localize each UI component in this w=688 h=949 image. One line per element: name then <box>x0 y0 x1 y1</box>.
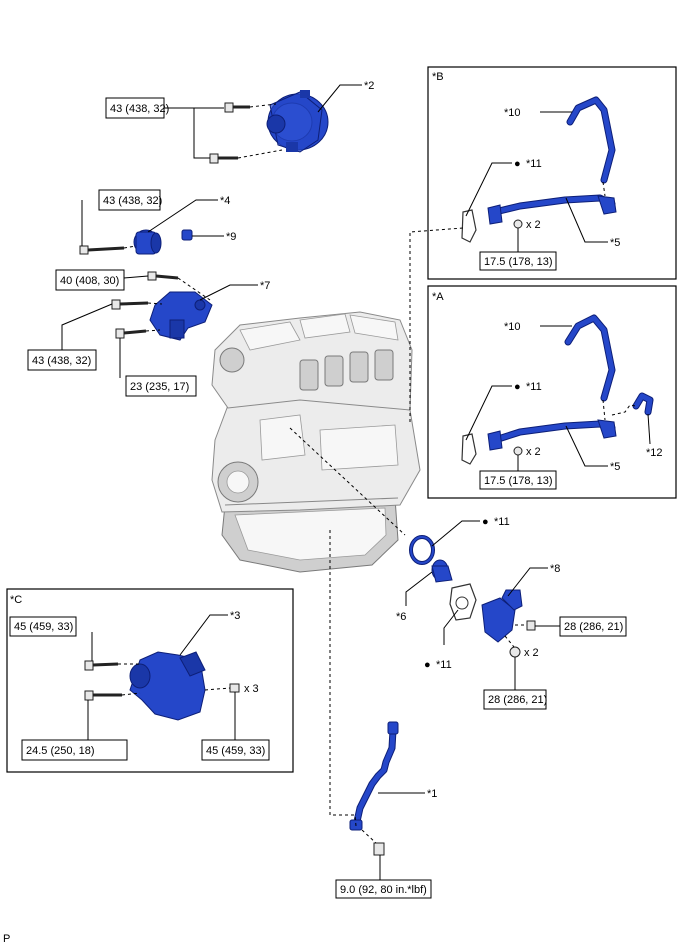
water-inlet-nut <box>509 646 521 658</box>
torque-tensioner-c: 23 (235, 17) <box>125 375 197 397</box>
svg-text:43 (438, 32): 43 (438, 32) <box>103 195 162 207</box>
corner-mark: P <box>3 933 11 945</box>
coolant-pipe-a <box>487 419 617 451</box>
label-11-a: *11 <box>526 381 542 393</box>
alternator-bolt-lower <box>209 153 238 164</box>
tensioner-bracket <box>149 291 213 341</box>
frame-b <box>427 66 677 280</box>
dot-11-b: ● <box>514 158 521 170</box>
torque-sensor-bolt: 9.0 (92, 80 in.*lbf) <box>335 879 432 899</box>
label-2: *2 <box>364 80 374 92</box>
coolant-hose-b <box>566 96 616 184</box>
label-10-b: *10 <box>504 107 521 119</box>
label-8: *8 <box>550 563 560 575</box>
frame-a-label: *A <box>432 291 444 303</box>
frame-c-label: *C <box>10 594 22 606</box>
label-12: *12 <box>646 447 663 459</box>
torque-inlet-bolt: 28 (286, 21) <box>559 616 627 637</box>
torque-pump-nut: 45 (459, 33) <box>201 739 270 761</box>
svg-text:24.5 (250, 18): 24.5 (250, 18) <box>26 745 95 757</box>
alternator <box>266 90 329 153</box>
svg-text:43 (438, 32): 43 (438, 32) <box>32 355 91 367</box>
bypass-hose <box>632 392 654 416</box>
pulley-cap <box>181 229 193 241</box>
svg-text:23 (235, 17): 23 (235, 17) <box>130 381 189 393</box>
svg-text:28 (286, 21): 28 (286, 21) <box>488 694 547 706</box>
mult-inlet: x 2 <box>524 647 539 659</box>
label-5-b: *5 <box>610 237 620 249</box>
svg-text:28 (286, 21): 28 (286, 21) <box>564 621 623 633</box>
svg-text:43 (438, 32): 43 (438, 32) <box>110 103 169 115</box>
sensor-harness <box>349 721 399 831</box>
svg-text:45 (459, 33): 45 (459, 33) <box>14 621 73 633</box>
label-7: *7 <box>260 280 270 292</box>
coolant-hose-a <box>564 314 616 402</box>
label-10-a: *10 <box>504 321 521 333</box>
torque-box-b: 17.5 (178, 13) <box>479 251 557 271</box>
tensioner-bolt-b <box>111 299 149 310</box>
svg-text:45 (459, 33): 45 (459, 33) <box>206 745 265 757</box>
mult-pump: x 3 <box>244 683 259 695</box>
tensioner-bolt-c <box>115 328 147 339</box>
label-6: *6 <box>396 611 406 623</box>
svg-text:40 (408, 30): 40 (408, 30) <box>60 275 119 287</box>
water-inlet-bolt <box>526 620 536 631</box>
sensor-bolt <box>373 842 385 856</box>
coolant-pipe-b <box>487 194 617 225</box>
pump-nut <box>229 683 240 693</box>
label-1: *1 <box>427 788 437 800</box>
mult-b: x 2 <box>526 219 541 231</box>
nut-b <box>513 219 523 229</box>
engine-assembly <box>211 311 421 573</box>
o-ring-seal <box>409 535 435 565</box>
dot-11-seal: ● <box>482 516 489 528</box>
torque-tensioner-a: 40 (408, 30) <box>55 269 125 291</box>
thermostat <box>431 559 453 583</box>
frame-a <box>427 285 677 499</box>
alternator-bolt-upper <box>224 102 250 113</box>
dot-11-a: ● <box>514 381 521 393</box>
pump-bolt-upper <box>84 660 119 671</box>
torque-alternator: 43 (438, 32) <box>105 97 169 119</box>
torque-idler: 43 (438, 32) <box>98 189 162 211</box>
svg-text:17.5 (178, 13): 17.5 (178, 13) <box>484 256 553 268</box>
label-11-gasket: *11 <box>436 659 452 671</box>
label-9: *9 <box>226 231 236 243</box>
torque-pump-lower: 24.5 (250, 18) <box>21 739 128 761</box>
pump-bolt-lower <box>84 690 122 701</box>
label-11-seal: *11 <box>494 516 510 528</box>
gasket-b <box>461 209 477 243</box>
svg-text:17.5 (178, 13): 17.5 (178, 13) <box>484 475 553 487</box>
idler-bolt <box>79 245 125 255</box>
torque-tensioner-b: 43 (438, 32) <box>27 349 97 371</box>
svg-text:9.0 (92, 80 in.*lbf): 9.0 (92, 80 in.*lbf) <box>340 884 427 896</box>
gasket-a <box>461 433 477 465</box>
label-4: *4 <box>220 195 230 207</box>
tensioner-bolt-a <box>147 271 179 281</box>
label-3: *3 <box>230 610 240 622</box>
dot-11-gasket: ● <box>424 659 431 671</box>
torque-pump-upper: 45 (459, 33) <box>9 616 77 637</box>
water-inlet <box>481 589 523 643</box>
idler-pulley <box>133 229 162 255</box>
label-11-b: *11 <box>526 158 542 170</box>
frame-b-label: *B <box>432 71 444 83</box>
mult-a: x 2 <box>526 446 541 458</box>
frame-c <box>6 588 294 773</box>
nut-a <box>513 446 523 456</box>
water-pump <box>129 651 206 721</box>
torque-inlet-nut: 28 (286, 21) <box>483 689 547 710</box>
torque-box-a: 17.5 (178, 13) <box>479 470 557 490</box>
label-5-a: *5 <box>610 461 620 473</box>
leader-lines <box>61 84 651 880</box>
gasket <box>449 583 477 621</box>
